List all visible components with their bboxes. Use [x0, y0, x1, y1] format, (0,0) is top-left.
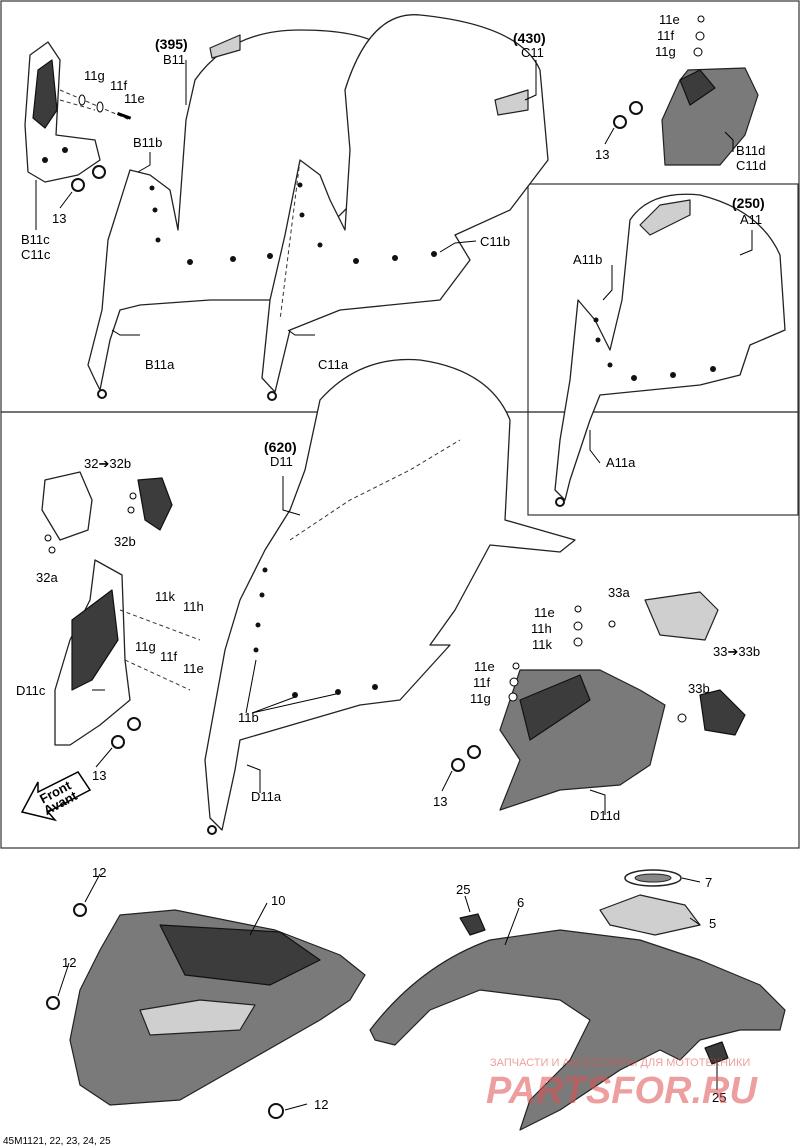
frame-a11-inset — [527, 183, 799, 516]
leader-lines — [35, 60, 753, 1111]
label-7: 7 — [705, 875, 712, 890]
label-13-topright: 13 — [595, 147, 609, 162]
windshield-c11 — [261, 14, 549, 401]
watermark: ЗАПЧАСТИ И АКСЕССУАРЫ ДЛЯ МОТОТЕХНИКИ PA… — [486, 1057, 758, 1112]
label-11g-midright2: 11g — [470, 691, 491, 706]
watermark-line1: ЗАПЧАСТИ И АКСЕССУАРЫ ДЛЯ МОТОТЕХНИКИ — [490, 1057, 750, 1069]
ref-d11: D11 — [270, 454, 293, 469]
bracket-d11c — [54, 559, 201, 749]
label-13-midleft: 13 — [92, 768, 106, 783]
label-11k-mid: 11k — [155, 589, 175, 604]
label-12-mid: 12 — [62, 955, 76, 970]
label-25-bottom: 25 — [712, 1090, 726, 1105]
label-d11a: D11a — [251, 789, 282, 804]
label-a11a: A11a — [606, 455, 636, 470]
label-11f-top: 11f — [110, 78, 127, 93]
qty-430: (430) — [513, 30, 546, 46]
d11-holes — [253, 567, 378, 698]
label-25-top: 25 — [456, 882, 470, 897]
label-a11b: A11b — [573, 252, 602, 267]
a11-holes — [593, 317, 716, 381]
label-c11c: C11c — [21, 247, 51, 262]
label-11b-d11: 11b — [238, 710, 259, 725]
label-b11a: B11a — [145, 357, 175, 372]
label-33a: 33a — [608, 585, 630, 600]
label-33b: 33b — [688, 681, 710, 696]
qty-620: (620) — [264, 439, 297, 455]
deflector-b11d — [613, 15, 759, 166]
qty-395: (395) — [155, 36, 188, 52]
label-32b: 32b — [114, 534, 136, 549]
label-11e-midright2: 11e — [474, 659, 495, 674]
label-11f-midright2: 11f — [473, 675, 490, 690]
label-11e-top: 11e — [124, 91, 145, 106]
label-33-to-33b: 33➔33b — [713, 644, 760, 659]
label-b11c: B11c — [21, 232, 50, 247]
label-11k-midright: 11k — [532, 637, 552, 652]
qty-250: (250) — [732, 195, 765, 211]
bracket-b11c — [24, 41, 131, 192]
label-b11b: B11b — [133, 135, 162, 150]
label-11g-top: 11g — [84, 68, 105, 83]
label-c11a: C11a — [318, 357, 349, 372]
label-12-top: 12 — [92, 865, 106, 880]
label-13-topleft: 13 — [52, 211, 66, 226]
ref-a11: A11 — [740, 212, 762, 227]
label-11e-midright: 11e — [534, 605, 555, 620]
front-arrow-icon: Front Avant — [20, 771, 92, 822]
label-32a: 32a — [36, 570, 58, 585]
label-11g-mid: 11g — [135, 639, 156, 654]
b11-holes — [149, 185, 273, 265]
labels: (395) B11 (430) C11 (250) A11 (620) D11 … — [3, 12, 766, 1147]
label-11e-mid: 11e — [183, 661, 204, 676]
label-12-bottom: 12 — [314, 1097, 328, 1112]
label-11e-topright: 11e — [659, 12, 680, 27]
ref-b11: B11 — [163, 52, 185, 67]
label-11f-topright: 11f — [657, 28, 674, 43]
windshield-a11 — [554, 193, 786, 507]
label-b11d: B11d — [736, 143, 765, 158]
mirror-32 — [41, 471, 173, 554]
label-13-midright: 13 — [433, 794, 447, 809]
label-10: 10 — [271, 893, 285, 908]
label-11h-mid: 11h — [183, 599, 204, 614]
windshield-d11 — [204, 358, 576, 835]
label-11h-midright: 11h — [531, 621, 552, 636]
label-6: 6 — [517, 895, 524, 910]
c11-holes — [297, 182, 437, 264]
headlight-housing-10 — [46, 903, 366, 1119]
hood-6 — [369, 869, 786, 1131]
watermark-line2: PARTSFOR.RU — [486, 1070, 758, 1112]
ref-c11: C11 — [521, 45, 544, 60]
label-c11d: C11d — [736, 158, 766, 173]
label-c11b: C11b — [480, 234, 510, 249]
diagram-code: 45M1121, 22, 23, 24, 25 — [3, 1136, 111, 1147]
label-5: 5 — [709, 916, 716, 931]
label-d11d: D11d — [590, 808, 620, 823]
hardware-11g-11f-11e-top — [78, 94, 132, 120]
label-32-to-32b: 32➔32b — [84, 456, 131, 471]
label-11g-topright: 11g — [655, 44, 676, 59]
label-d11c: D11c — [16, 683, 46, 698]
deflector-d11d — [451, 591, 746, 811]
label-11f-mid: 11f — [160, 649, 177, 664]
